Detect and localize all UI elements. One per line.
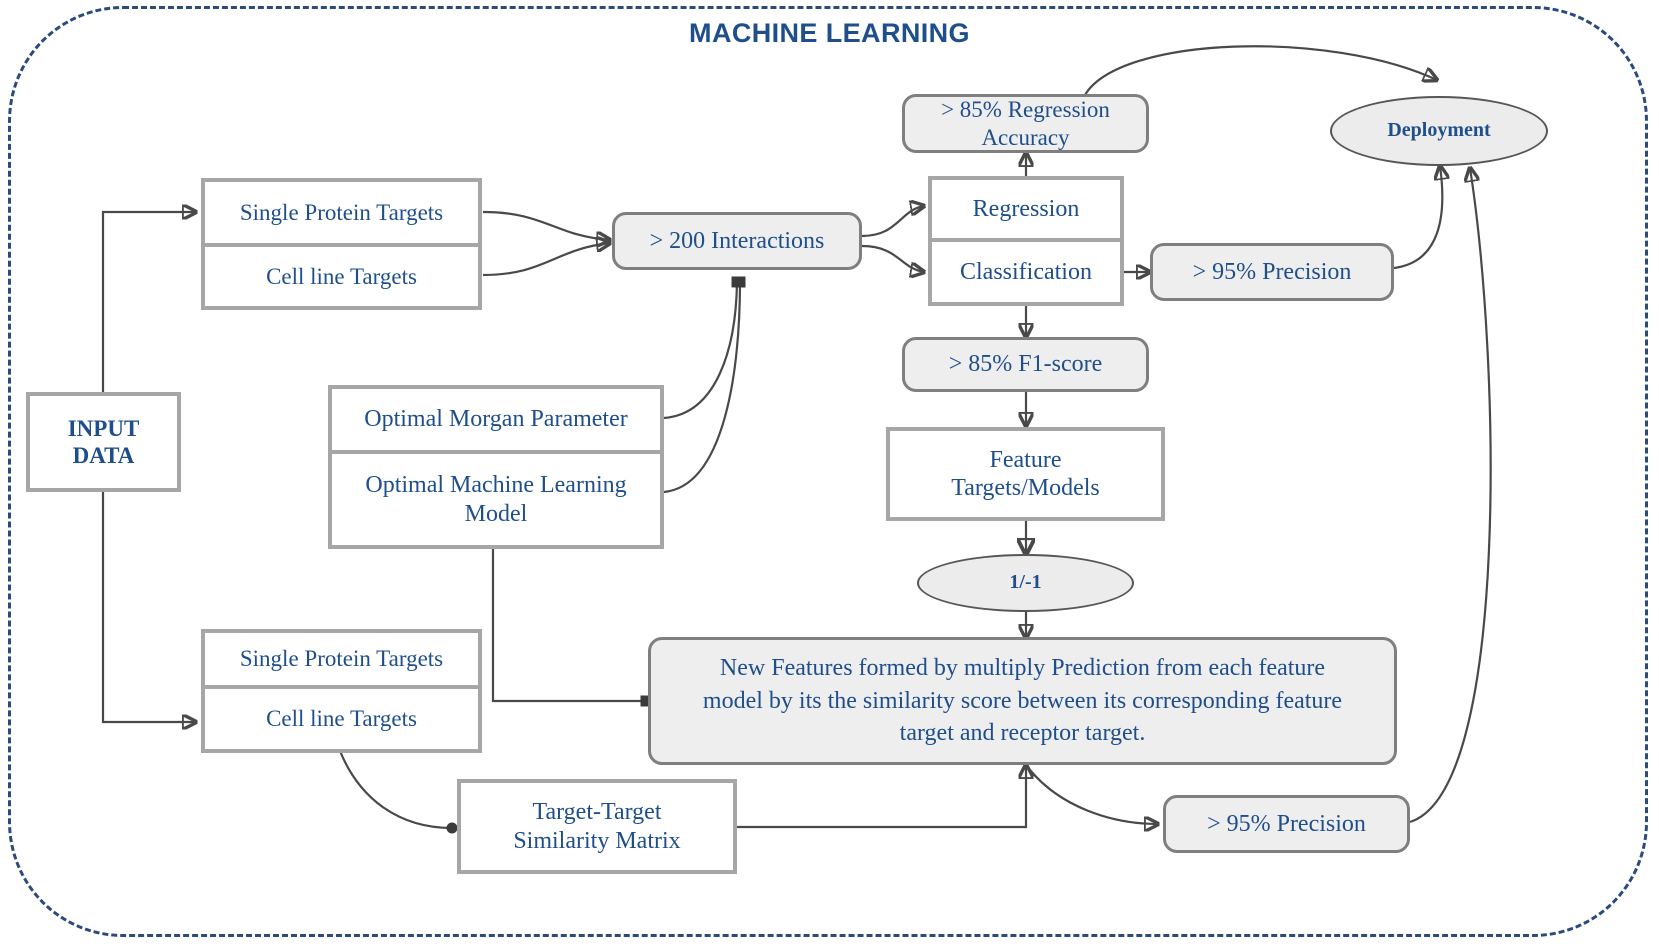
wire-precision-top-to-deployment — [1393, 166, 1442, 270]
wire-mlmodel-to-new-features — [491, 549, 652, 707]
wire-top-cellline-to-interactions — [482, 243, 610, 277]
optimal-ml-model-label: Optimal Machine Learning Model — [365, 472, 627, 527]
wire-interactions-to-regression — [861, 206, 924, 238]
wire-mlmodel-to-interactions — [663, 276, 746, 494]
wire-new-features-to-precision-bottom — [1029, 769, 1158, 824]
node-one-minus-one[interactable]: 1/-1 — [917, 554, 1134, 612]
precision-bottom-label: > 95% Precision — [1207, 810, 1366, 837]
target-target-similarity-matrix-label: Target-Target Similarity Matrix — [513, 799, 681, 854]
wire-interactions-to-classification — [861, 244, 924, 272]
optimal-morgan-parameter-label: Optimal Morgan Parameter — [364, 406, 628, 433]
wire-morgan-to-interactions — [663, 276, 743, 420]
node-optimal-ml-model[interactable]: Optimal Machine Learning Model — [328, 452, 664, 549]
regression-label: Regression — [972, 195, 1080, 222]
node-regression[interactable]: Regression — [928, 176, 1124, 240]
node-regression-accuracy[interactable]: > 85% Regression Accuracy — [902, 94, 1149, 153]
input-data-label: INPUT DATA — [67, 415, 140, 468]
node-interactions[interactable]: > 200 Interactions — [612, 212, 862, 270]
precision-top-label: > 95% Precision — [1192, 258, 1352, 285]
wire-top-protein-to-interactions — [482, 210, 610, 240]
node-feature-targets-models[interactable]: Feature Targets/Models — [886, 427, 1165, 521]
node-input-data[interactable]: INPUT DATA — [26, 392, 181, 492]
bottom-single-protein-targets-label: Single Protein Targets — [239, 646, 444, 672]
node-bottom-cell-line-targets[interactable]: Cell line Targets — [201, 687, 482, 753]
node-optimal-morgan-parameter[interactable]: Optimal Morgan Parameter — [328, 385, 664, 452]
node-f1-score[interactable]: > 85% F1-score — [902, 337, 1149, 392]
deployment-label: Deployment — [1387, 119, 1491, 142]
classification-label: Classification — [960, 258, 1092, 285]
bottom-cell-line-targets-label: Cell line Targets — [266, 706, 417, 732]
node-top-single-protein-targets[interactable]: Single Protein Targets — [201, 178, 482, 245]
node-top-cell-line-targets[interactable]: Cell line Targets — [201, 245, 482, 310]
top-single-protein-targets-label: Single Protein Targets — [239, 199, 444, 225]
f1-score-label: > 85% F1-score — [948, 351, 1103, 378]
node-precision-top[interactable]: > 95% Precision — [1150, 243, 1394, 301]
wire-bottom-cellline-to-similarity — [338, 750, 458, 834]
wire-accuracy-to-deployment — [1084, 45, 1437, 96]
node-classification[interactable]: Classification — [928, 240, 1124, 306]
wire-input-to-top-targets — [101, 212, 196, 398]
top-cell-line-targets-label: Cell line Targets — [266, 263, 417, 289]
page-title: MACHINE LEARNING — [689, 18, 970, 48]
node-bottom-single-protein-targets[interactable]: Single Protein Targets — [201, 629, 482, 687]
node-new-features[interactable]: New Features formed by multiply Predicti… — [648, 637, 1397, 765]
wire-similarity-to-new-features — [737, 765, 1026, 829]
interactions-label: > 200 Interactions — [649, 227, 825, 254]
regression-accuracy-label: > 85% Regression Accuracy — [941, 97, 1110, 150]
node-target-target-similarity-matrix[interactable]: Target-Target Similarity Matrix — [457, 779, 737, 874]
feature-targets-models-label: Feature Targets/Models — [951, 446, 1100, 501]
wire-precision-bottom-to-deployment — [1409, 168, 1492, 824]
one-minus-one-label: 1/-1 — [1009, 571, 1042, 594]
new-features-label: New Features formed by multiply Predicti… — [702, 655, 1343, 747]
wire-input-to-bottom-targets — [101, 486, 196, 722]
node-deployment[interactable]: Deployment — [1330, 96, 1548, 166]
node-precision-bottom[interactable]: > 95% Precision — [1163, 795, 1410, 853]
